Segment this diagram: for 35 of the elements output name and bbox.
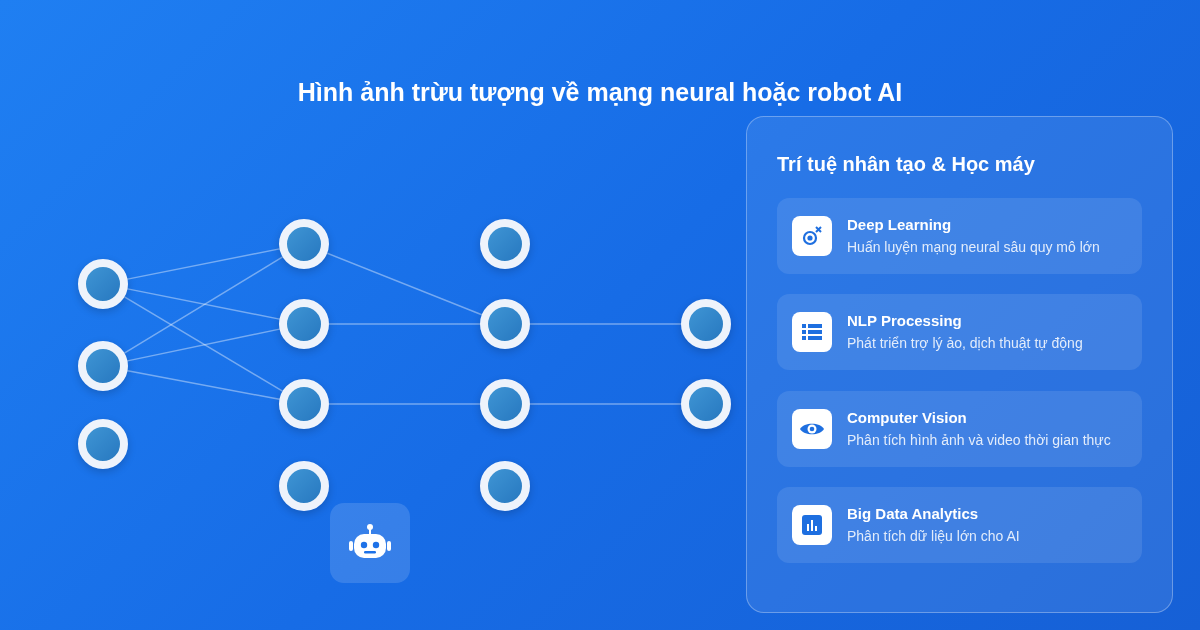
neuron-circle xyxy=(480,299,530,349)
card-title: NLP Processing xyxy=(847,312,962,329)
neuron-circle xyxy=(681,299,731,349)
neuron-circle xyxy=(78,419,128,469)
neuron-circle xyxy=(279,379,329,429)
feature-card xyxy=(777,198,1142,274)
feature-card xyxy=(777,487,1142,563)
connector-line xyxy=(529,403,682,405)
card-description: Huấn luyện mạng neural sâu quy mô lớn xyxy=(847,239,1100,255)
card-title: Deep Learning xyxy=(847,216,952,233)
feature-card xyxy=(777,391,1142,467)
card-description: Phát triển trợ lý ảo, dịch thuật tự động xyxy=(847,335,1083,351)
neuron-circle xyxy=(480,461,530,511)
connector-line xyxy=(123,256,284,354)
card-title: Big Data Analytics xyxy=(847,505,979,522)
feature-card xyxy=(777,294,1142,370)
panel-heading: Trí tuệ nhân tạo & Học máy xyxy=(777,153,1035,176)
neuron-circle xyxy=(78,259,128,309)
connector-line xyxy=(328,403,481,405)
card-description: Phân tích hình ảnh và video thời gian thực xyxy=(847,432,1111,448)
neuron-circle xyxy=(279,461,329,511)
neuron-circle xyxy=(681,379,731,429)
info-panel xyxy=(746,116,1173,613)
title: Hình ảnh trừu tượng về mạng neural hoặc robot AI xyxy=(296,78,904,107)
neuron-circle xyxy=(279,299,329,349)
connector-line xyxy=(328,323,481,325)
neuron-circle xyxy=(78,341,128,391)
connector-line xyxy=(326,252,483,316)
connector-line xyxy=(529,323,682,325)
neuron-circle xyxy=(279,219,329,269)
neuron-circle xyxy=(480,379,530,429)
card-description: Phân tích dữ liệu lớn cho AI xyxy=(847,528,1020,544)
neuron-circle xyxy=(480,219,530,269)
connector-line xyxy=(123,296,284,392)
card-title: Computer Vision xyxy=(847,409,967,426)
